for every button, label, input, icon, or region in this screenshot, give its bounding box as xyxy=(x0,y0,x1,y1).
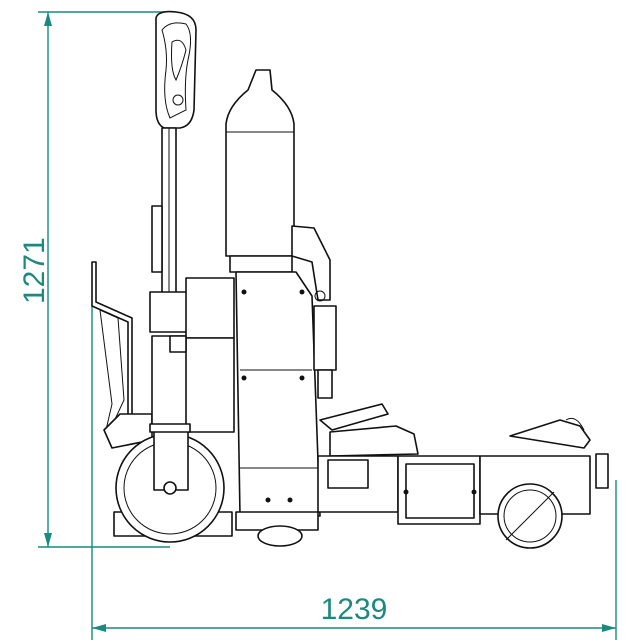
platform xyxy=(319,403,609,489)
gas-cylinder xyxy=(225,69,295,273)
width-dimension: 1239 xyxy=(91,305,617,640)
front-wheel xyxy=(497,483,563,549)
rear-handle-bar xyxy=(91,261,153,449)
actuator-arm xyxy=(291,225,337,399)
width-label: 1239 xyxy=(321,593,388,626)
main-mast xyxy=(235,271,321,517)
tiller-handle xyxy=(151,10,197,294)
height-dimension: 1271 xyxy=(18,11,176,548)
height-label: 1271 xyxy=(18,237,51,304)
lift-column xyxy=(149,277,235,433)
rear-wheel xyxy=(115,423,225,543)
caster-wheel xyxy=(257,525,303,547)
machine xyxy=(91,10,609,549)
